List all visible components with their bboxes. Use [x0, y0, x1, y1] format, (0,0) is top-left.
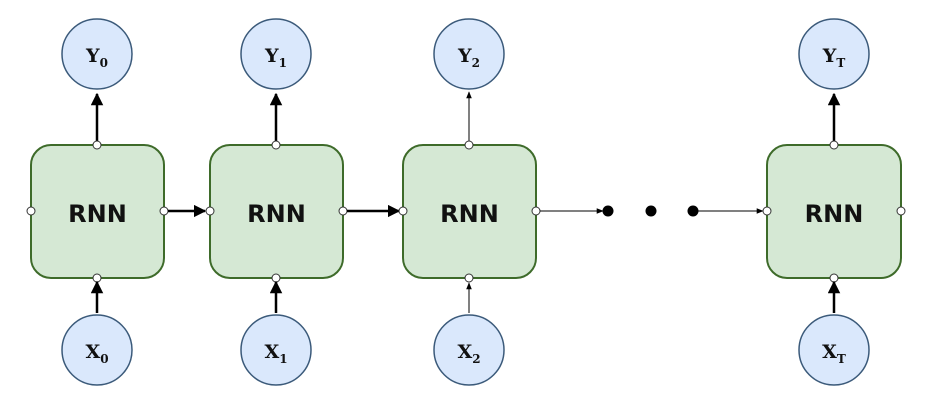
output-subscript-0: 0	[100, 56, 108, 70]
input-subscript-t: T	[837, 352, 846, 366]
input-node-2: X2	[433, 314, 505, 386]
input-label-0: X	[85, 341, 100, 363]
connection-port	[159, 206, 169, 216]
svg-text:Y2: Y2	[457, 45, 480, 70]
connection-port	[205, 206, 215, 216]
svg-text:Y0: Y0	[85, 45, 108, 70]
rnn-label-1: RNN	[247, 200, 306, 228]
ellipsis-dot-2	[645, 205, 657, 217]
input-label-1: X	[264, 341, 279, 363]
node-circle	[240, 18, 312, 90]
connection-port	[92, 140, 102, 150]
node-circle	[61, 18, 133, 90]
input-label-2: X	[457, 341, 472, 363]
output-node-2: Y2	[433, 18, 505, 90]
output-subscript-2: 2	[472, 56, 480, 70]
output-subscript-t: T	[836, 56, 845, 70]
output-node-1: Y1	[240, 18, 312, 90]
svg-text:X1: X1	[264, 341, 287, 366]
input-node-t: XT	[798, 314, 870, 386]
output-label-t: Y	[822, 45, 837, 67]
node-circle	[240, 314, 312, 386]
svg-text:X2: X2	[457, 341, 480, 366]
connection-port	[829, 273, 839, 283]
input-subscript-2: 2	[472, 352, 480, 366]
input-subscript-0: 0	[100, 352, 108, 366]
output-node-0: Y0	[61, 18, 133, 90]
connection-port	[26, 206, 36, 216]
node-circle	[433, 314, 505, 386]
connection-port	[464, 140, 474, 150]
input-label-t: X	[822, 341, 837, 363]
connection-port	[338, 206, 348, 216]
svg-text:X0: X0	[85, 341, 108, 366]
connection-port	[271, 273, 281, 283]
connection-port	[531, 206, 541, 216]
node-circle	[798, 18, 870, 90]
input-node-1: X1	[240, 314, 312, 386]
node-circle	[61, 314, 133, 386]
connection-port	[398, 206, 408, 216]
output-node-t: YT	[798, 18, 870, 90]
rnn-cell-2: Y2 RNN X2	[398, 18, 541, 386]
connection-port	[271, 140, 281, 150]
ellipsis-dot-3	[687, 205, 699, 217]
output-label-2: Y	[457, 45, 472, 67]
output-label-0: Y	[85, 45, 100, 67]
connection-port	[896, 206, 906, 216]
node-circle	[433, 18, 505, 90]
svg-text:YT: YT	[822, 45, 846, 70]
rnn-label-0: RNN	[68, 200, 127, 228]
connection-port	[464, 273, 474, 283]
connection-port	[829, 140, 839, 150]
input-subscript-1: 1	[279, 352, 287, 366]
rnn-cell-t: YT RNN XT	[762, 18, 906, 386]
output-subscript-1: 1	[279, 56, 287, 70]
connection-port	[762, 206, 772, 216]
node-circle	[798, 314, 870, 386]
svg-text:XT: XT	[822, 341, 846, 366]
ellipsis-dot-1	[602, 205, 614, 217]
output-label-1: Y	[264, 45, 279, 67]
svg-text:Y1: Y1	[264, 45, 287, 70]
rnn-label-2: RNN	[440, 200, 499, 228]
input-node-0: X0	[61, 314, 133, 386]
ellipsis-dots	[602, 205, 699, 217]
rnn-label-t: RNN	[805, 200, 864, 228]
rnn-cell-1: Y1 RNN X1	[205, 18, 348, 386]
rnn-cell-0: Y0 RNN X0	[26, 18, 169, 386]
connection-port	[92, 273, 102, 283]
